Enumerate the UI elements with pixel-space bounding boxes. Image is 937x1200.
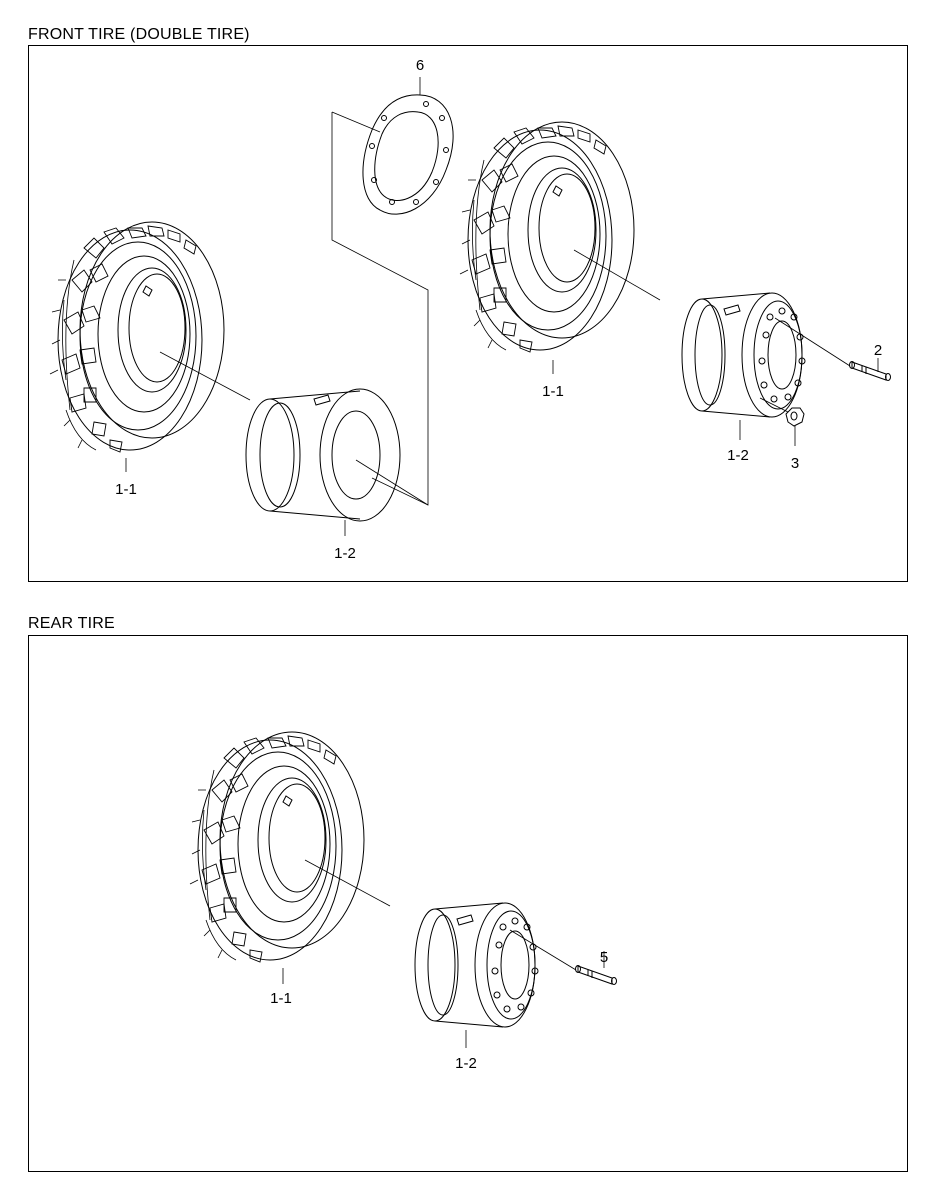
rear-stud-bolt — [575, 965, 617, 985]
front-left-tire — [49, 221, 225, 453]
front-right-rim — [681, 292, 806, 418]
front-right-tire — [459, 121, 635, 353]
callout-front-right-rim: 1-2 — [727, 447, 749, 464]
callout-rear-rim: 1-2 — [455, 1055, 477, 1072]
front-wheel-nut — [785, 407, 805, 427]
front-left-rim — [245, 388, 401, 522]
front-right-axis-line — [573, 249, 661, 301]
rear-section-title: REAR TIRE — [28, 615, 115, 632]
front-section-title: FRONT TIRE (DOUBLE TIRE) — [28, 26, 250, 43]
front-left-rim-axis-line — [355, 459, 429, 506]
front-nut-line — [759, 397, 789, 413]
spacer-plate — [362, 94, 454, 215]
front-left-axis-line — [159, 351, 251, 401]
front-tire-panel — [28, 45, 908, 582]
spacer-bracket-lines — [331, 111, 429, 506]
rear-tire — [189, 731, 365, 963]
callout-front-left-rim: 1-2 — [334, 545, 356, 562]
front-stud-line — [774, 317, 851, 367]
callout-front-left-tire: 1-1 — [115, 481, 137, 498]
rear-stud-line — [509, 929, 577, 971]
rear-tire-panel — [28, 635, 908, 1172]
callout-front-right-tire: 1-1 — [542, 383, 564, 400]
callout-front-stud: 2 — [873, 342, 883, 359]
callout-front-nut: 3 — [790, 455, 800, 472]
callout-front-spacer: 6 — [415, 57, 425, 74]
callout-rear-tire: 1-1 — [270, 990, 292, 1007]
callout-rear-stud: 5 — [599, 949, 609, 966]
rear-rim — [414, 902, 539, 1028]
rear-axis-line — [304, 859, 391, 907]
front-stud-bolt — [849, 361, 891, 381]
